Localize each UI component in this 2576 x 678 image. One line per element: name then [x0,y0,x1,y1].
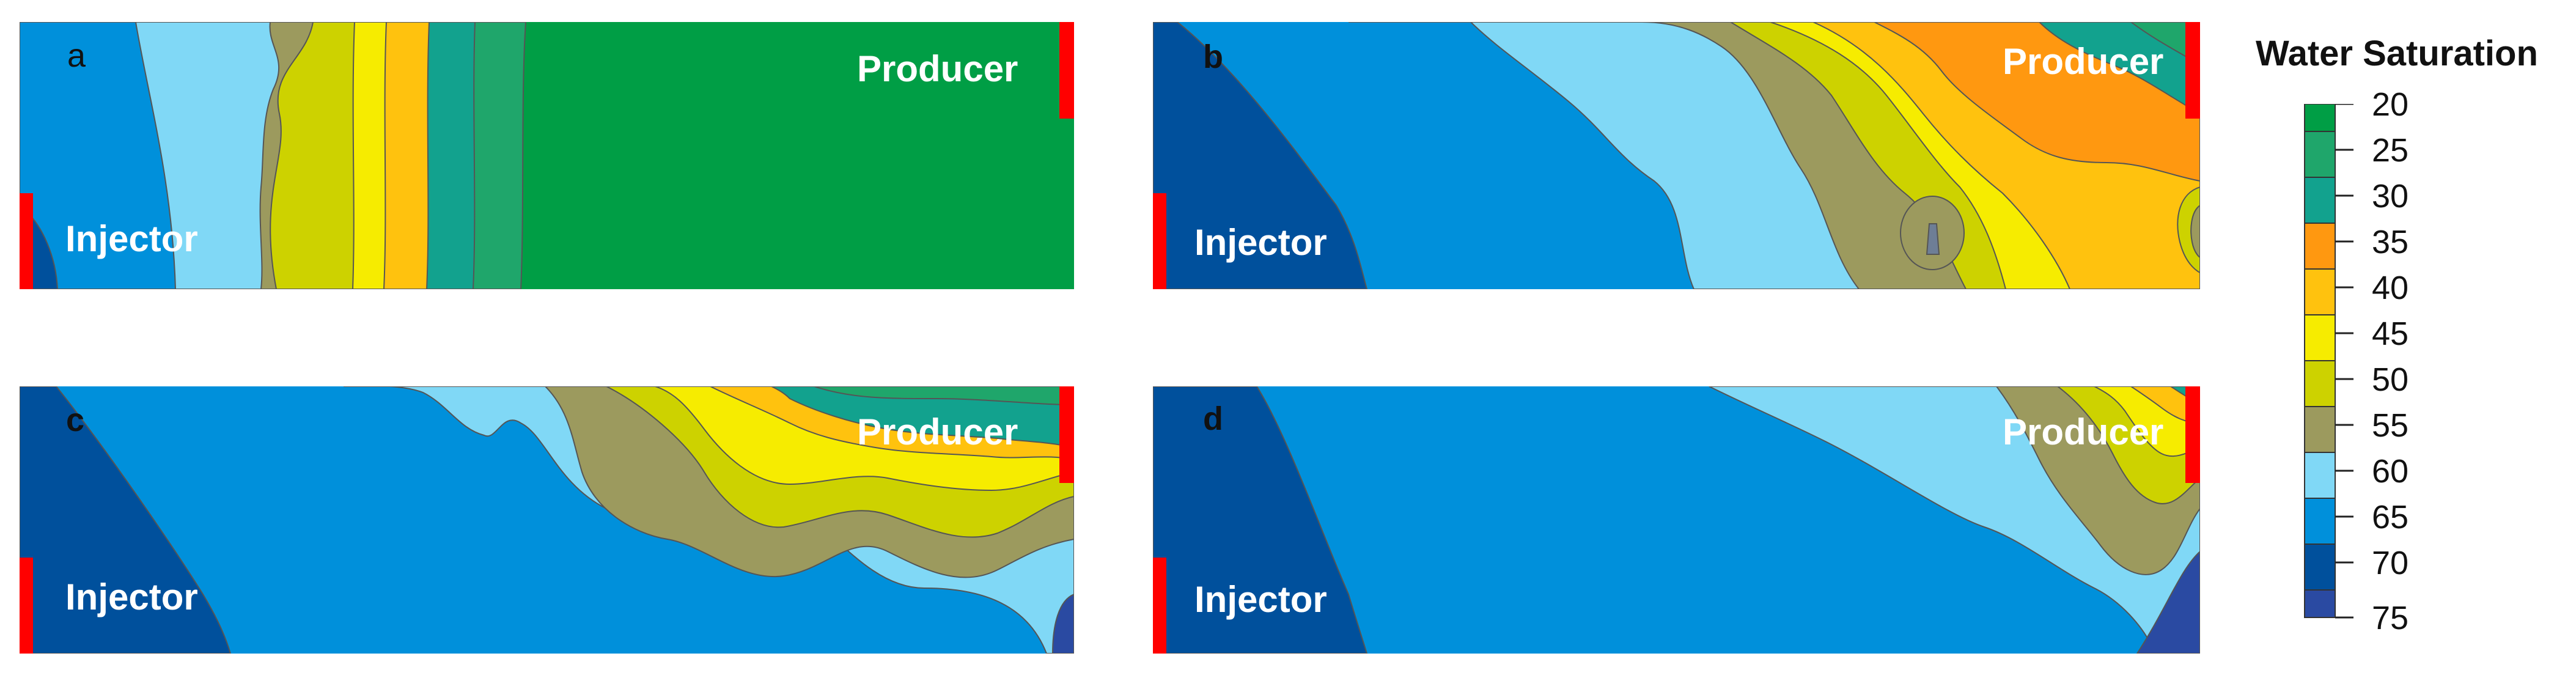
producer-label-b: Producer [2003,41,2164,82]
producer-well-b [2185,22,2200,119]
panel-label-b: b [1203,39,1223,75]
legend-tick-70: 70 [2372,545,2409,581]
legend-tick-30: 30 [2372,178,2409,215]
legend-tick-60: 60 [2372,453,2409,490]
saturation-map-d [1153,386,2200,654]
injector-label-b: Injector [1194,222,1327,263]
injector-label-c: Injector [65,577,198,617]
panel-c: c Injector Producer [20,386,1074,654]
legend-tick-50: 50 [2372,361,2409,398]
panel-label-a: a [67,37,86,74]
legend-tick-45: 45 [2372,315,2409,352]
injector-well-b [1153,193,1166,289]
panel-d: d Injector Producer [1153,386,2200,654]
saturation-map-c [20,386,1074,654]
injector-well-a [20,193,33,289]
producer-well-d [2185,386,2200,483]
legend-colorbar [2304,104,2353,619]
legend-tick-40: 40 [2372,270,2409,306]
legend-tick-65: 65 [2372,499,2409,536]
producer-well-c [1059,386,1074,483]
producer-label-d: Producer [2003,411,2164,452]
water-saturation-legend: Water Saturation 20 25 30 35 4 [2256,31,2574,660]
producer-well-a [1059,22,1074,119]
legend-title: Water Saturation [2256,34,2538,73]
injector-well-d [1153,558,1166,654]
panel-label-d: d [1203,400,1223,437]
saturation-map-a [20,22,1074,289]
producer-label-a: Producer [857,48,1018,89]
legend-tick-25: 25 [2372,132,2409,169]
legend-tick-55: 55 [2372,407,2409,444]
injector-label-a: Injector [65,218,198,259]
producer-label-c: Producer [857,411,1018,452]
legend-tick-35: 35 [2372,224,2409,260]
saturation-map-b [1153,22,2200,289]
injector-well-c [20,558,33,654]
panel-b: b Injector Producer [1153,22,2200,289]
legend-tick-20: 20 [2372,86,2409,123]
panel-a: a Injector Producer [20,22,1074,289]
panel-label-c: c [66,402,85,438]
injector-label-d: Injector [1194,579,1327,620]
legend-tick-75: 75 [2372,600,2409,636]
